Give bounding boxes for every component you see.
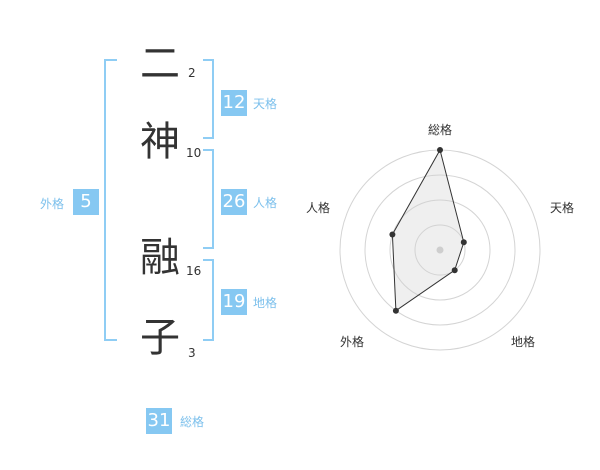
radar-ring-2	[389, 199, 491, 301]
radar-axis-label-tenkaku: 天格	[550, 201, 575, 215]
soukaku-value: 31	[146, 408, 172, 434]
radar-axis-label-soukaku: 総格	[428, 123, 453, 137]
stroke-count-4: 3	[188, 346, 196, 360]
gaikaku-bracket	[104, 59, 117, 341]
tenkaku-bracket	[203, 59, 214, 139]
radar-point-3	[451, 267, 458, 274]
radar-point-2	[460, 239, 467, 246]
jinkaku-value: 26	[221, 189, 247, 215]
jinkaku-label: 人格	[253, 196, 278, 210]
radar-series-polygon	[391, 148, 465, 312]
gaikaku-value: 5	[73, 189, 99, 215]
chikaku-label: 地格	[253, 296, 278, 310]
stroke-count-1: 2	[188, 66, 196, 80]
gaikaku-label: 外格	[40, 197, 65, 211]
radar-point-5	[389, 231, 396, 238]
radar-axis-label-gaikaku: 外格	[340, 335, 365, 349]
radar-axis-label-chikaku: 地格	[511, 335, 536, 349]
chikaku-bracket	[203, 259, 214, 341]
name-char-2: 神	[140, 119, 180, 165]
radar-center-dot	[436, 246, 444, 254]
name-char-3: 融	[140, 235, 180, 281]
jinkaku-bracket	[203, 149, 214, 249]
name-char-4: 子	[140, 315, 180, 361]
radar-ring-1	[414, 224, 466, 276]
tenkaku-label: 天格	[253, 97, 278, 111]
radar-point-4	[392, 307, 399, 314]
radar-ring-3	[364, 174, 516, 326]
stroke-count-2: 10	[186, 146, 202, 160]
radar-axis-label-jinkaku: 人格	[306, 201, 331, 215]
chikaku-value: 19	[221, 289, 247, 315]
name-char-1: 二	[140, 41, 180, 87]
tenkaku-value: 12	[221, 90, 247, 116]
stroke-count-3: 16	[186, 264, 202, 278]
radar-point-1	[437, 147, 443, 153]
soukaku-label: 総格	[180, 415, 205, 429]
